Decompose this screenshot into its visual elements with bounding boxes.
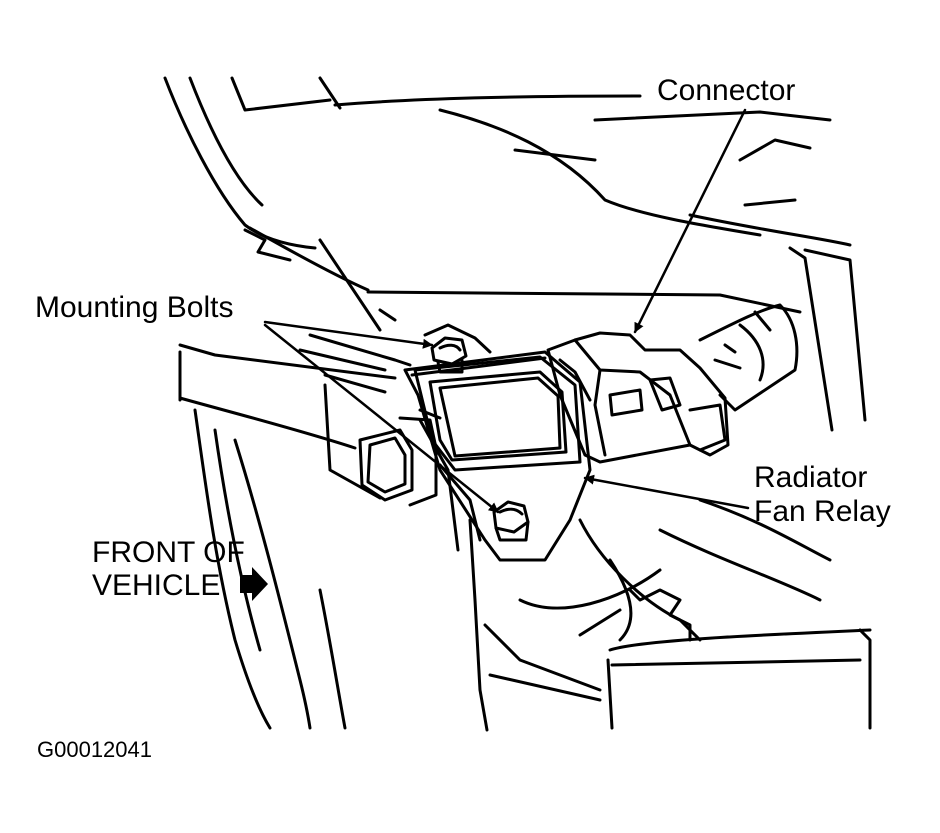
front-arrow-icon xyxy=(240,567,268,601)
mounting-bolt-arrow-top xyxy=(263,320,434,349)
leader-arrows xyxy=(263,108,750,514)
front-of-vehicle-label-line2: VEHICLE xyxy=(92,569,221,602)
radiator-fan-relay-label-line2: Fan Relay xyxy=(754,495,891,528)
connector-arrow xyxy=(633,108,747,334)
vehicle-body-panels xyxy=(163,76,872,732)
mounting-bolt-arrow-bottom xyxy=(263,323,500,514)
front-of-vehicle-label-line1: FRONT OF xyxy=(92,536,245,569)
mounting-bolts-label: Mounting Bolts xyxy=(35,291,234,324)
radiator-fan-relay-arrow xyxy=(583,474,750,510)
connector-label: Connector xyxy=(657,74,796,107)
radiator-fan-relay-label-line1: Radiator xyxy=(754,461,868,494)
figure-id: G00012041 xyxy=(37,737,152,762)
